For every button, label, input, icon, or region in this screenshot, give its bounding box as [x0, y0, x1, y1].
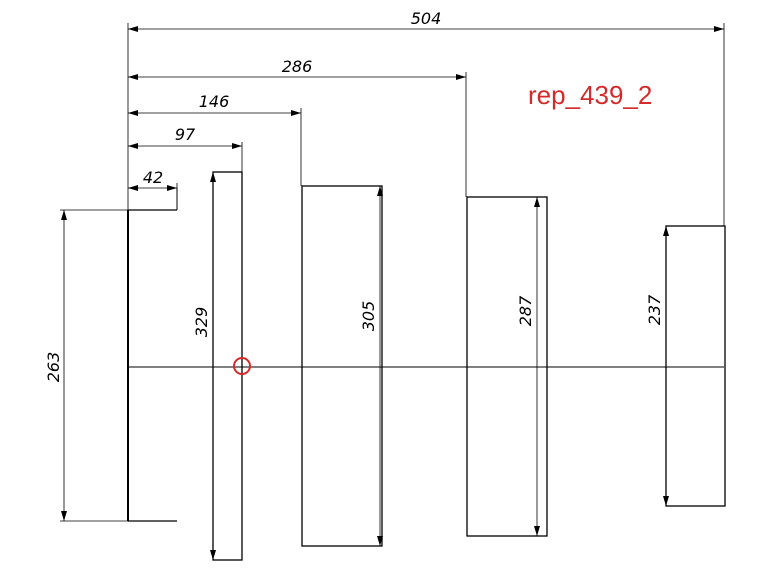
dimension-97: 97: [175, 125, 196, 144]
plate-305: [301, 185, 383, 547]
dimension-146: 146: [199, 92, 230, 111]
vertical-dimension-lines: [61, 172, 669, 560]
dimension-305: 305: [359, 301, 378, 332]
dimension-42: 42: [143, 168, 163, 187]
plate-329: [212, 171, 243, 561]
dimension-237: 237: [645, 294, 664, 325]
extension-lines: [60, 23, 725, 522]
profile-left-channel: [127, 188, 178, 522]
dimension-329: 329: [192, 307, 211, 338]
horizontal-dimension-lines: [128, 26, 724, 191]
reference-point-marker: [233, 357, 251, 375]
plate-287: [466, 196, 548, 537]
dimension-287: 287: [516, 295, 535, 326]
dimension-504: 504: [411, 9, 442, 28]
dimension-263: 263: [44, 352, 63, 383]
plate-237: [665, 225, 726, 507]
dimension-286: 286: [282, 57, 313, 76]
drawing-title: rep_439_2: [528, 80, 652, 110]
